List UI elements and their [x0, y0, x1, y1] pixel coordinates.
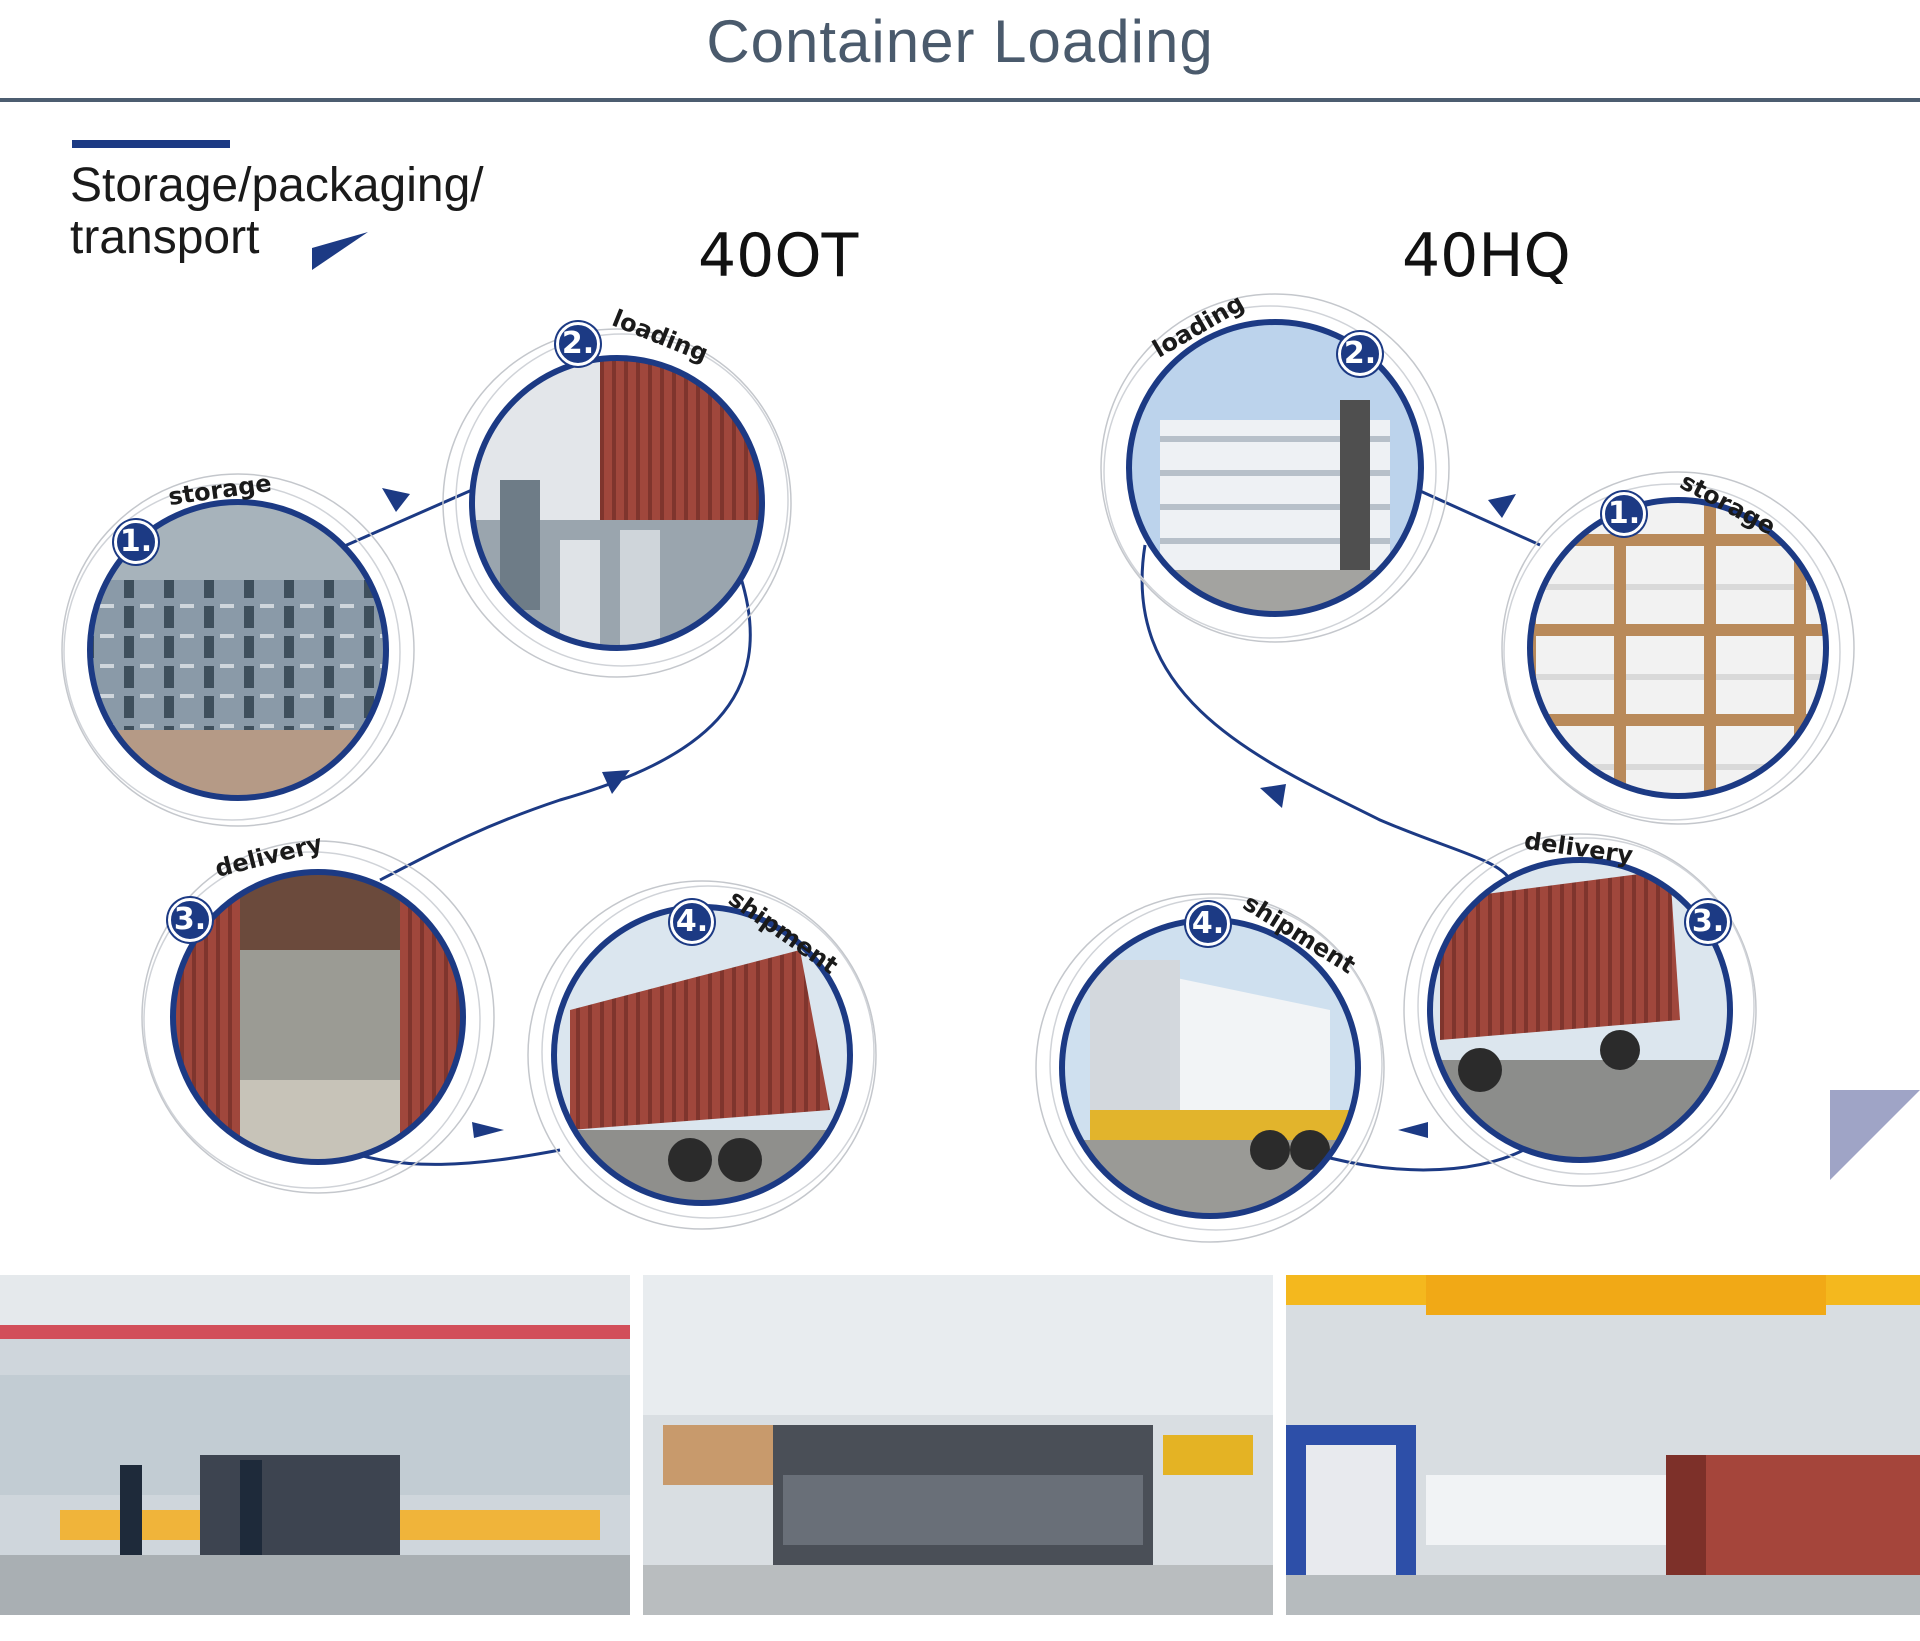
connector-line	[379, 574, 752, 882]
corner-triangle-icon	[312, 232, 368, 270]
page-title: Container Loading	[706, 8, 1214, 75]
step-badge-3-hq: 3.	[1686, 900, 1730, 944]
flow-arrow-icon	[1398, 1122, 1428, 1138]
step-badge-4-hq: 4.	[1186, 902, 1230, 946]
step-badge-1: 1.	[114, 520, 158, 564]
container-label-40hq: 40HQ	[1402, 221, 1571, 291]
photo-circle-delivery	[141, 840, 495, 1194]
connector-line	[1417, 488, 1541, 547]
flow-arrow-icon	[1488, 494, 1516, 518]
step-badge-3: 3.	[168, 898, 212, 942]
photo-circle-shipment	[527, 880, 877, 1230]
photo-circle-loading	[442, 328, 792, 678]
accent-bar	[72, 140, 230, 148]
flow-diagram	[61, 293, 1855, 1243]
corner-triangle-icon	[1830, 1090, 1920, 1180]
section-heading: Storage/packaging/ transport	[70, 160, 484, 264]
section-heading-line1: Storage/packaging/	[70, 159, 484, 212]
factory-photo-2	[643, 1275, 1273, 1615]
connector-line	[339, 488, 473, 550]
step-badge-1-hq: 1.	[1602, 492, 1646, 536]
section-heading-line2: transport	[70, 211, 260, 264]
connector-line	[1140, 544, 1512, 881]
header-divider	[0, 98, 1920, 102]
step-badge-4: 4.	[670, 900, 714, 944]
photo-circle-storage	[61, 473, 415, 827]
step-badge-2: 2.	[556, 322, 600, 366]
photo-circle-storage-hq	[1501, 471, 1855, 825]
factory-photo-1	[0, 1275, 630, 1615]
factory-photo-3	[1286, 1275, 1920, 1615]
photo-circle-delivery-hq	[1403, 833, 1757, 1187]
flow-arrow-icon	[382, 488, 410, 512]
flow-arrow-icon	[472, 1122, 504, 1138]
step-badge-2-hq: 2.	[1338, 332, 1382, 376]
container-label-40ot: 40OT	[698, 221, 859, 291]
flow-arrow-icon	[602, 770, 630, 794]
flow-arrow-icon	[1260, 784, 1286, 808]
